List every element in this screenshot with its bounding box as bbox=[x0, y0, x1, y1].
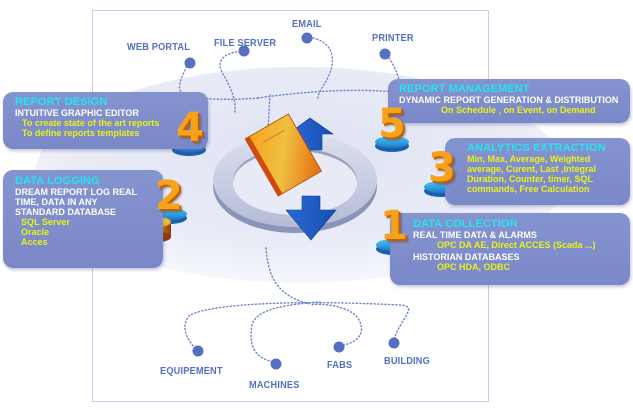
data-logging-line: DREAM REPORT LOG REAL bbox=[15, 187, 138, 197]
email-label: EMAIL bbox=[292, 19, 322, 30]
step-number-1: 1 bbox=[380, 203, 408, 249]
equipement-label: EQUIPEMENT bbox=[160, 366, 223, 377]
data-logging-line: TIME, DATA IN ANY bbox=[15, 197, 98, 207]
machines-node bbox=[270, 358, 282, 370]
report-management-panel: REPORT MANAGEMENT DYNAMIC REPORT GENERAT… bbox=[388, 79, 630, 123]
web-portal-label: WEB PORTAL bbox=[127, 42, 191, 53]
building-label: BUILDING bbox=[384, 356, 430, 367]
report-design-panel: REPORT DESIGN INTUITIVE GRAPHIC EDITOR T… bbox=[3, 92, 208, 149]
step-number-3: 3 bbox=[428, 145, 456, 191]
file-server-label: FILE SERVER bbox=[214, 38, 277, 49]
step-number-5: 5 bbox=[378, 101, 406, 147]
data-collection-title: DATA COLLECTION bbox=[413, 218, 518, 230]
analytics-item: Duration, Counter, timer, SQL bbox=[467, 174, 594, 184]
machines-label: MACHINES bbox=[249, 380, 300, 391]
web-portal-node bbox=[184, 57, 196, 69]
data-collection-detail: OPC HDA, ODBC bbox=[437, 262, 511, 272]
data-collection-detail: OPC DA AE, Direct ACCES (Scada ...) bbox=[437, 240, 596, 250]
report-design-item: To create state of the art reports bbox=[22, 118, 160, 128]
node-dots bbox=[184, 32, 400, 370]
report-design-title: REPORT DESIGN bbox=[15, 96, 108, 108]
data-collection-heading: REAL TIME DATA & ALARMS bbox=[413, 230, 537, 240]
analytics-item: average, Curent, Last ,Integral bbox=[467, 164, 597, 174]
report-design-item: To define reports templates bbox=[22, 128, 140, 138]
report-management-item: On Schedule , on Event, on Demand bbox=[441, 105, 596, 115]
report-management-subtitle: DYNAMIC REPORT GENERATION & DISTRIBUTION bbox=[399, 95, 619, 105]
analytics-extraction-panel: ANALYTICS EXTRACTION Min, Max, Average, … bbox=[445, 138, 630, 205]
data-collection-panel: DATA COLLECTION REAL TIME DATA & ALARMS … bbox=[390, 213, 630, 285]
analytics-item: Min, Max, Average, Weighted bbox=[467, 154, 591, 164]
email-node bbox=[301, 32, 313, 44]
printer-node bbox=[379, 48, 391, 60]
data-logging-panel: DATA LOGGING DREAM REPORT LOG REAL TIME,… bbox=[3, 170, 163, 268]
step-number-4: 4 bbox=[176, 105, 204, 151]
printer-label: PRINTER bbox=[372, 33, 414, 44]
data-collection-heading: HISTORIAN DATABASES bbox=[413, 252, 520, 262]
fabs-node bbox=[333, 341, 345, 353]
building-node bbox=[388, 337, 400, 349]
step-number-2: 2 bbox=[155, 173, 183, 219]
report-management-title: REPORT MANAGEMENT bbox=[399, 83, 530, 95]
fabs-label: FABS bbox=[327, 360, 353, 371]
analytics-extraction-title: ANALYTICS EXTRACTION bbox=[467, 142, 606, 154]
database-item: SQL Server bbox=[21, 217, 70, 227]
database-item: Acces bbox=[21, 237, 48, 247]
data-logging-line: STANDARD DATABASE bbox=[15, 207, 116, 217]
equipement-node bbox=[192, 345, 204, 357]
analytics-item: commands, Free Calculation bbox=[467, 184, 590, 194]
database-item: Oracle bbox=[21, 227, 50, 237]
file-server-node bbox=[238, 45, 250, 57]
report-design-subtitle: INTUITIVE GRAPHIC EDITOR bbox=[15, 108, 139, 118]
connector-lines-bottom bbox=[184, 247, 410, 363]
data-logging-title: DATA LOGGING bbox=[15, 175, 100, 187]
report-book bbox=[244, 113, 322, 197]
